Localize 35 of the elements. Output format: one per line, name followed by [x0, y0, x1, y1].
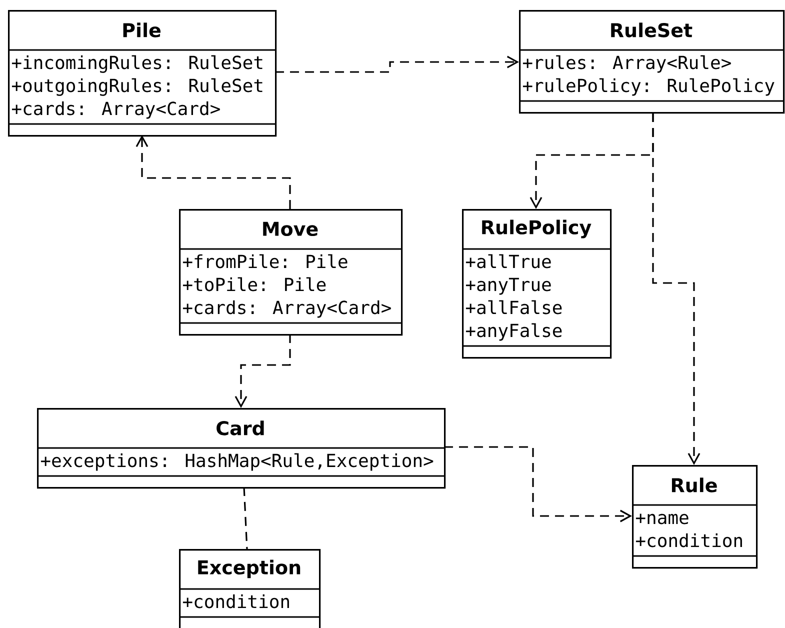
class-box [8, 10, 277, 137]
attribute-text: +anyFalse [466, 323, 562, 341]
attribute-text: +incomingRules: RuleSet [12, 55, 262, 73]
attribute-text: +name [636, 514, 688, 524]
attribute-text: +outgoingRules: RuleSet [12, 78, 262, 96]
class-box [179, 549, 321, 628]
dependency-arrow [652, 113, 700, 465]
attribute-text: +condition [636, 533, 742, 548]
attribute-text: +cards: Array<Card> [12, 101, 220, 119]
class-box [519, 10, 785, 114]
dependency-arrow [444, 446, 632, 522]
class-name: Move [263, 222, 318, 236]
dependency-arrow [136, 135, 291, 209]
class-box [179, 209, 403, 336]
class-name: Exception [198, 560, 300, 578]
attribute-text: +rules: Array<Rule> [522, 55, 731, 73]
dependency-arrow [234, 334, 291, 408]
class-box [462, 209, 612, 359]
attribute-text: +toPile: Pile [182, 277, 326, 292]
class-name: Card [216, 420, 264, 436]
attribute-text: +condition [182, 594, 289, 608]
attribute-text: +exceptions: HashMap<Rule,Exception> [40, 453, 434, 471]
attribute-text: +cards: Array<Card> [182, 300, 391, 318]
attribute-text: +anyTrue [466, 278, 551, 295]
class-box [37, 408, 446, 489]
class-name: Pile [123, 22, 161, 38]
class-name: RulePolicy [482, 220, 592, 238]
attribute-text: +rulePolicy: RulePolicy [522, 78, 774, 96]
attribute-text: +allFalse [466, 300, 562, 314]
dependency-arrow [275, 56, 519, 73]
attribute-text: +allTrue [466, 254, 551, 268]
class-name: RuleSet [611, 22, 692, 38]
class-name: Rule [672, 478, 717, 492]
attribute-text: +fromPile: Pile [182, 254, 348, 268]
class-box [632, 465, 758, 569]
